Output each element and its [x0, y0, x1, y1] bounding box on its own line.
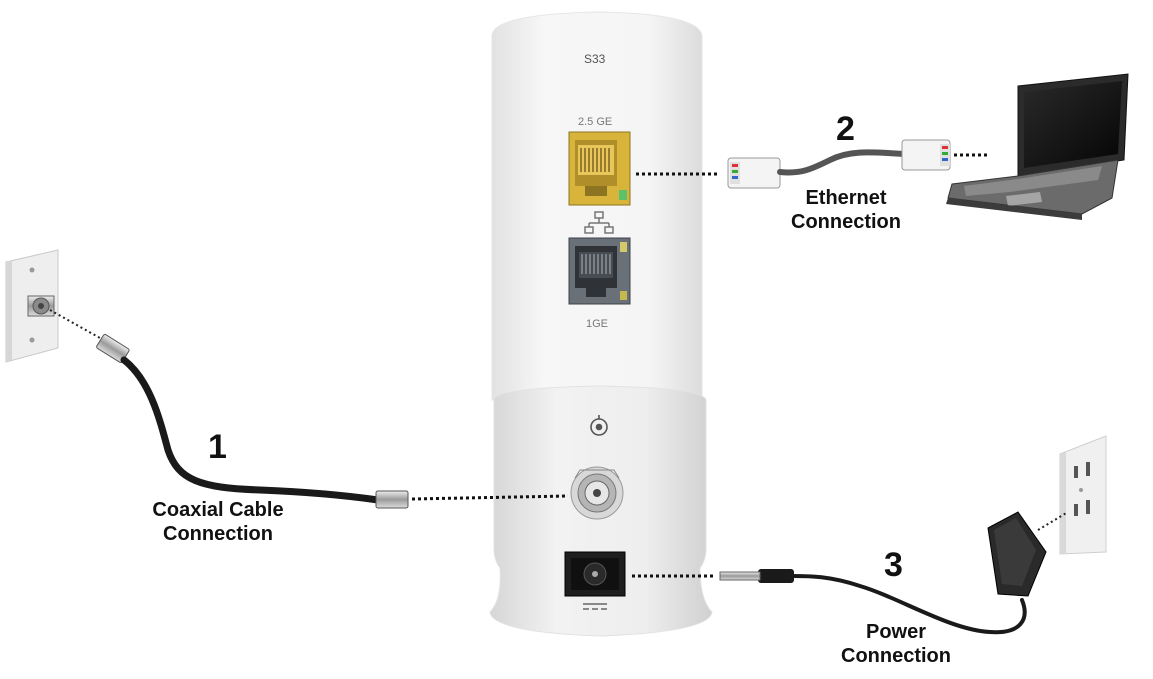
port-2-5ge[interactable] [568, 131, 631, 206]
model-label: S33 [584, 52, 606, 66]
coax-symbol-icon [590, 415, 608, 436]
step-1-label: Coaxial Cable Connection [118, 498, 318, 546]
ethernet-cable [636, 139, 990, 189]
laptop-icon [946, 73, 1129, 220]
modem [489, 11, 713, 637]
step-2-label: Ethernet Connection [756, 186, 936, 234]
port-2-5ge-label: 2.5 GE [578, 116, 613, 128]
step-1-label-line2: Connection [163, 523, 273, 545]
port-1ge[interactable] [568, 237, 631, 305]
power-outlet-icon [1059, 435, 1107, 555]
step-3-label-line2: Connection [841, 645, 951, 667]
step-1-number: 1 [208, 428, 227, 466]
dc-symbol-icon [583, 603, 607, 610]
step-3-label-line1: Power [865, 621, 927, 643]
coax-port[interactable] [570, 466, 624, 520]
step-3-label: Power Connection [806, 620, 986, 668]
power-port[interactable] [564, 551, 626, 597]
step-2-label-line1: Ethernet [805, 187, 887, 209]
power-cable [632, 511, 1069, 635]
port-1ge-label: 1GE [586, 318, 609, 330]
coax-cable [49, 309, 569, 509]
step-1-label-line1: Coaxial Cable [152, 499, 284, 521]
step-2-number: 2 [836, 110, 855, 148]
step-3-number: 3 [884, 546, 903, 584]
ethernet-symbol-icon [584, 211, 614, 234]
step-2-label-line2: Connection [791, 211, 901, 233]
coax-wall-plate-icon [5, 249, 59, 363]
